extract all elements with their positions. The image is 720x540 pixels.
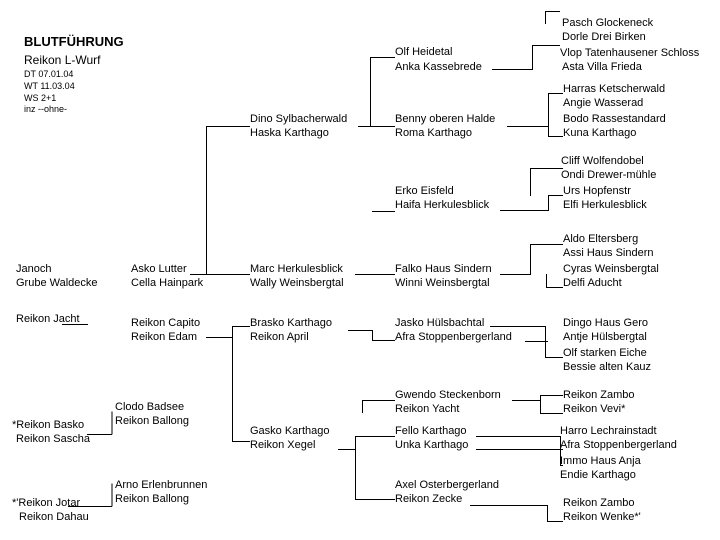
ancestor-name: Reikon Wenke*' <box>563 511 641 523</box>
ancestor-name: Reikon Edam <box>131 331 198 343</box>
ancestor-name: Gasko Karthago <box>250 425 330 437</box>
ancestor-name: *'Reikon Jotar <box>12 497 81 509</box>
meta-date-dt: DT 07.01.04 <box>24 69 74 79</box>
ancestor-name: Harras Ketscherwald <box>563 83 666 95</box>
ancestor-name: Cliff Wolfendobel <box>561 155 644 167</box>
ancestor-name: Axel Osterbergerland <box>395 479 499 491</box>
ancestor-name: Benny oberen Halde <box>395 113 496 125</box>
ancestor-name: Vlop Tatenhausener Schloss <box>560 47 700 59</box>
ancestor-name: Roma Karthago <box>395 127 473 139</box>
ancestor-name: Immo Haus Anja <box>560 455 641 467</box>
ancestor-name: Reikon Xegel <box>250 439 316 451</box>
ancestor-name: Antje Hülsbergtal <box>563 331 647 343</box>
ancestor-name: Reikon Dahau <box>19 511 89 523</box>
ancestor-name: Bodo Rassestandard <box>563 113 666 125</box>
ancestor-name: Haifa Herkulesblick <box>395 199 490 211</box>
ancestor-name: Arno Erlenbrunnen <box>115 479 208 491</box>
ancestor-name: Reikon Ballong <box>115 415 189 427</box>
ancestor-name: Assi Haus Sindern <box>563 247 654 259</box>
ancestor-name: Ondi Drewer-mühle <box>561 169 657 181</box>
ancestor-name: Reikon Zecke <box>395 493 463 505</box>
ancestor-name: Kuna Karthago <box>563 127 637 139</box>
ancestor-name: Janoch <box>16 263 52 275</box>
ancestor-name: Winni Weinsbergtal <box>395 277 490 289</box>
ancestor-name: Harro Lechrainstadt <box>560 425 657 437</box>
ancestor-name: Pasch Glockeneck <box>562 17 654 29</box>
ancestor-name: *Reikon Basko <box>12 419 85 431</box>
ancestor-name: Jasko Hülsbachtal <box>395 317 485 329</box>
ancestor-name: Reikon Zambo <box>563 497 635 509</box>
ancestor-name: Reikon Sascha <box>16 433 90 445</box>
ancestor-name: Unka Karthago <box>395 439 469 451</box>
meta-inz: inz --ohne- <box>24 104 68 114</box>
ancestor-name: Brasko Karthago <box>250 317 332 329</box>
ancestor-name: Aldo Eltersberg <box>563 233 639 245</box>
ancestor-name: Dino Sylbacherwald <box>250 113 348 125</box>
ancestor-name: Angie Wasserad <box>563 97 644 109</box>
ancestor-name: Afra Stoppenbergerland <box>560 439 677 451</box>
ancestor-name: Wally Weinsbergtal <box>250 277 344 289</box>
ancestor-name: Reikon April <box>250 331 309 343</box>
ancestor-name: Cyras Weinsbergtal <box>563 263 659 275</box>
meta-ws: WS 2+1 <box>24 93 57 103</box>
ancestor-name: Erko Eisfeld <box>395 185 454 197</box>
ancestor-name: Urs Hopfenstr <box>563 185 631 197</box>
meta-date-wt: WT 11.03.04 <box>24 81 75 91</box>
ancestor-name: Haska Karthago <box>250 127 329 139</box>
ancestor-name: Olf Heidetal <box>395 46 453 58</box>
ancestor-name: Delfi Aducht <box>563 277 622 289</box>
ancestor-name: Marc Herkulesblick <box>250 263 343 275</box>
ancestor-name: Endie Karthago <box>560 469 636 481</box>
ancestor-name: Cella Hainpark <box>131 277 204 289</box>
page-title: BLUTFÜHRUNG <box>24 34 124 49</box>
ancestor-name: Dorle Drei Birken <box>562 31 646 43</box>
ancestor-name: Anka Kassebrede <box>395 61 482 73</box>
ancestor-name: Reikon Zambo <box>563 389 635 401</box>
ancestor-name: Asta Villa Frieda <box>562 61 642 73</box>
ancestor-name: Reikon Capito <box>131 317 201 329</box>
ancestor-name: Elfi Herkulesblick <box>563 199 647 211</box>
ancestor-name: Afra Stoppenbergerland <box>395 331 512 343</box>
ancestor-name: Clodo Badsee <box>115 401 185 413</box>
ancestor-name: Olf starken Eiche <box>563 347 647 359</box>
ancestor-name: Reikon Jacht <box>16 313 80 325</box>
ancestor-name: Reikon Yacht <box>395 403 460 415</box>
ancestor-name: Reikon Vevi* <box>563 403 626 415</box>
ancestor-name: Bessie alten Kauz <box>563 361 652 373</box>
ancestor-name: Fello Karthago <box>395 425 467 437</box>
litter-subtitle: Reikon L-Wurf <box>24 53 101 67</box>
ancestor-name: Gwendo Steckenborn <box>395 389 501 401</box>
ancestor-name: Grube Waldecke <box>16 277 98 289</box>
ancestor-name: Falko Haus Sindern <box>395 263 492 275</box>
ancestor-name: Reikon Ballong <box>115 493 189 505</box>
ancestor-name: Asko Lutter <box>131 263 187 275</box>
ancestor-name: Dingo Haus Gero <box>563 317 648 329</box>
